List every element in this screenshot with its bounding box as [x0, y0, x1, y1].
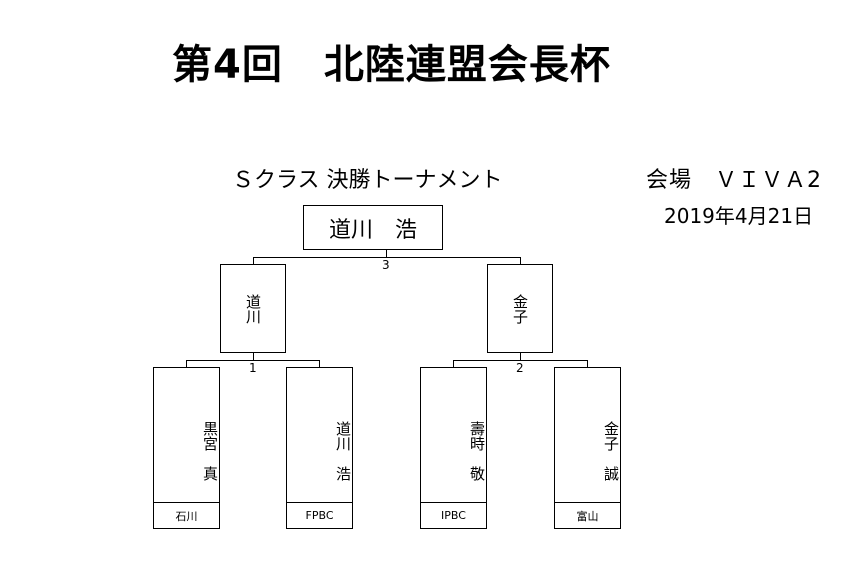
left-bracket-line [186, 360, 320, 361]
player-name: 道川 浩 [334, 421, 352, 481]
right-bracket-drop-2 [587, 360, 588, 367]
page-title: 第4回 北陸連盟会長杯 [172, 42, 611, 88]
match-number-final: 3 [382, 258, 390, 272]
bracket-subtitle: Ｓクラス 決勝トーナメント [232, 168, 503, 193]
player-box-2: 道川 浩 FPBC [286, 367, 353, 529]
semifinal-left-box: 道川 [220, 264, 286, 353]
match-number-right: 2 [516, 361, 524, 375]
right-bracket-drop-1 [453, 360, 454, 367]
player-club: 石川 [154, 502, 219, 528]
right-bracket-stem [520, 353, 521, 360]
player-box-4: 金子 誠 富山 [554, 367, 621, 529]
final-stem [386, 250, 387, 257]
left-bracket-stem [253, 353, 254, 360]
player-name: 黒宮 真 [201, 421, 219, 481]
event-date: 2019年4月21日 [664, 204, 814, 228]
player-club: 富山 [555, 502, 620, 528]
player-box-1: 黒宮 真 石川 [153, 367, 220, 529]
final-left-drop [253, 257, 254, 264]
player-name: 金子 誠 [602, 421, 620, 481]
player-club: IPBC [421, 502, 486, 528]
champion-box: 道川 浩 [303, 205, 443, 250]
final-right-drop [520, 257, 521, 264]
player-name: 壽時 敬 [468, 421, 486, 481]
left-bracket-drop-1 [186, 360, 187, 367]
final-bracket-line [253, 257, 521, 258]
match-number-left: 1 [249, 361, 257, 375]
right-bracket-line [453, 360, 588, 361]
player-box-3: 壽時 敬 IPBC [420, 367, 487, 529]
venue-label: 会場 ＶＩＶＡ2 [646, 168, 822, 193]
semifinal-right-box: 金子 [487, 264, 553, 353]
player-club: FPBC [287, 502, 352, 528]
left-bracket-drop-2 [319, 360, 320, 367]
